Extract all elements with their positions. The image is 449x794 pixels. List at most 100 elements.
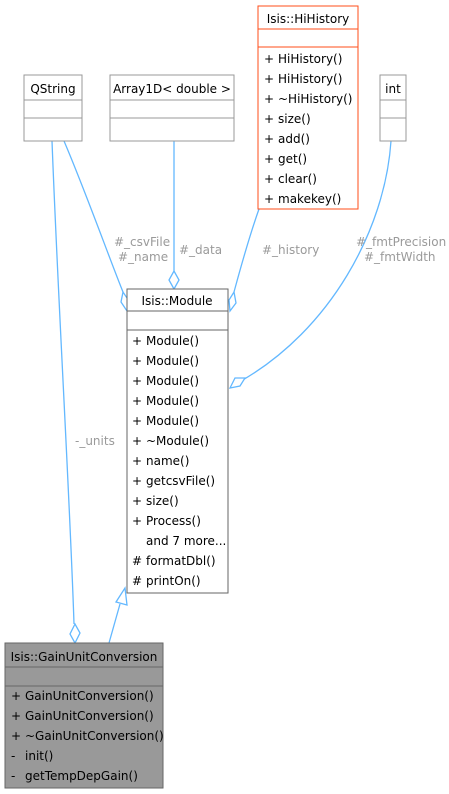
member-module-5[interactable]: +~Module() <box>132 434 209 448</box>
member-name: Module() <box>146 414 199 428</box>
member-visibility: + <box>132 414 142 428</box>
edge-inheritance <box>108 603 121 644</box>
member-hihistory-2[interactable]: + ~HiHistory() <box>264 92 352 106</box>
member-module-0[interactable]: + Module() <box>132 334 199 348</box>
member-name: size() <box>278 112 311 126</box>
edge-label-data: #_data <box>179 243 222 257</box>
member-visibility: + <box>132 514 142 528</box>
class-gainunitconversion[interactable]: Isis::GainUnitConversion +GainUnitConver… <box>4 642 164 789</box>
member-hihistory-5[interactable]: + get() <box>264 152 307 166</box>
edge-int-module <box>240 140 392 382</box>
member-hihistory-0[interactable]: +HiHistory() <box>264 52 342 66</box>
member-visibility: + <box>264 132 274 146</box>
member-name: Module() <box>146 374 199 388</box>
member-gainunitconversion-1[interactable]: + GainUnitConversion() <box>11 709 154 723</box>
edge-qstring-module <box>63 140 124 293</box>
member-name: formatDbl() <box>146 554 216 568</box>
member-name: clear() <box>278 172 317 186</box>
member-visibility: + <box>264 92 274 106</box>
member-visibility: - <box>11 749 15 763</box>
member-visibility: + <box>264 192 274 206</box>
aggregation-diamond-array1d-module <box>168 269 180 291</box>
member-hihistory-3[interactable]: + size() <box>264 112 311 126</box>
edge-qstring-gainunitconversion <box>51 140 75 625</box>
member-name: and 7 more... <box>146 534 226 548</box>
member-visibility: + <box>11 709 21 723</box>
class-array1d[interactable]: Array1D< double > <box>109 74 235 142</box>
member-list-gainunitconversion: + GainUnitConversion() + GainUnitConversion… <box>11 689 164 783</box>
member-name: add() <box>278 132 310 146</box>
edge-label-units: -_units <box>75 434 115 448</box>
class-title-array1d: Array1D< double > <box>113 82 231 96</box>
member-module-6[interactable]: + name() <box>132 454 189 468</box>
member-name: size() <box>146 494 179 508</box>
member-visibility: + <box>264 72 274 86</box>
member-module-4[interactable]: + Module() <box>132 414 199 428</box>
member-name: HiHistory() <box>278 72 342 86</box>
member-name: printOn() <box>146 574 201 588</box>
member-module-3[interactable]: + Module() <box>132 394 199 408</box>
class-title-hihistory: Isis::HiHistory <box>267 12 350 26</box>
edge-label-csvfile: #_csvFile <box>114 235 170 249</box>
member-visibility: + <box>132 374 142 388</box>
member-visibility: + <box>264 172 274 186</box>
member-gainunitconversion-2[interactable]: +~GainUnitConversion() <box>11 729 164 743</box>
member-name: getTempDepGain() <box>25 769 138 783</box>
member-module-7[interactable]: + getcsvFile() <box>132 474 215 488</box>
edge-hihistory-module <box>233 208 260 293</box>
class-qstring[interactable]: QString <box>23 74 83 142</box>
member-hihistory-6[interactable]: + clear() <box>264 172 317 186</box>
member-visibility: # <box>132 554 142 568</box>
aggregation-diamond-qstring-gainunitconversion <box>69 622 81 645</box>
member-visibility: + <box>132 334 142 348</box>
member-name: getcsvFile() <box>146 474 215 488</box>
member-name: GainUnitConversion() <box>25 709 154 723</box>
class-int[interactable]: int <box>379 74 407 142</box>
class-title-gainunitconversion: Isis::GainUnitConversion <box>11 650 158 664</box>
member-name: Module() <box>146 394 199 408</box>
inheritance-triangle <box>114 586 128 606</box>
member-name: Module() <box>146 354 199 368</box>
class-title-module: Isis::Module <box>141 294 212 308</box>
member-module-8[interactable]: + size() <box>132 494 179 508</box>
member-name: ~HiHistory() <box>278 92 352 106</box>
member-visibility: + <box>11 689 21 703</box>
member-hihistory-4[interactable]: + add() <box>264 132 310 146</box>
member-visibility: + <box>132 474 142 488</box>
member-module-9[interactable]: +Process() <box>132 514 201 528</box>
class-hihistory[interactable]: Isis::HiHistory +HiHistory()+HiHistory()… <box>257 5 359 210</box>
member-gainunitconversion-3[interactable]: -init() <box>11 749 53 763</box>
member-module-12[interactable]: # printOn() <box>132 574 201 588</box>
member-gainunitconversion-4[interactable]: -getTempDepGain() <box>11 769 138 783</box>
edge-label-history: #_history <box>262 243 319 257</box>
edge-label-fmtprecision: #_fmtPrecision <box>356 235 446 249</box>
member-visibility: # <box>132 574 142 588</box>
class-module[interactable]: Isis::Module +Module()+Module()+Module()… <box>126 288 229 594</box>
member-name: makekey() <box>278 192 341 206</box>
member-module-10[interactable]: and 7 more... <box>146 534 226 548</box>
member-gainunitconversion-0[interactable]: + GainUnitConversion() <box>11 689 154 703</box>
member-name: GainUnitConversion() <box>25 689 154 703</box>
member-hihistory-7[interactable]: + makekey() <box>264 192 341 206</box>
member-module-2[interactable]: + Module() <box>132 374 199 388</box>
member-visibility: + <box>264 52 274 66</box>
member-module-11[interactable]: # formatDbl() <box>132 554 216 568</box>
member-visibility: + <box>132 434 142 448</box>
member-visibility: + <box>264 112 274 126</box>
member-visibility: + <box>132 494 142 508</box>
class-title-qstring: QString <box>30 82 75 96</box>
member-visibility: + <box>132 454 142 468</box>
member-visibility: + <box>11 729 21 743</box>
member-name: Module() <box>146 334 199 348</box>
member-visibility: - <box>11 769 15 783</box>
member-name: name() <box>146 454 189 468</box>
member-visibility: + <box>132 394 142 408</box>
member-visibility: + <box>264 152 274 166</box>
member-name: init() <box>25 749 53 763</box>
edge-label-name: #_name <box>118 250 168 264</box>
member-name: get() <box>278 152 307 166</box>
member-module-1[interactable]: +Module() <box>132 354 199 368</box>
aggregation-diamond-hihistory-module <box>228 290 237 313</box>
member-hihistory-1[interactable]: + HiHistory() <box>264 72 342 86</box>
